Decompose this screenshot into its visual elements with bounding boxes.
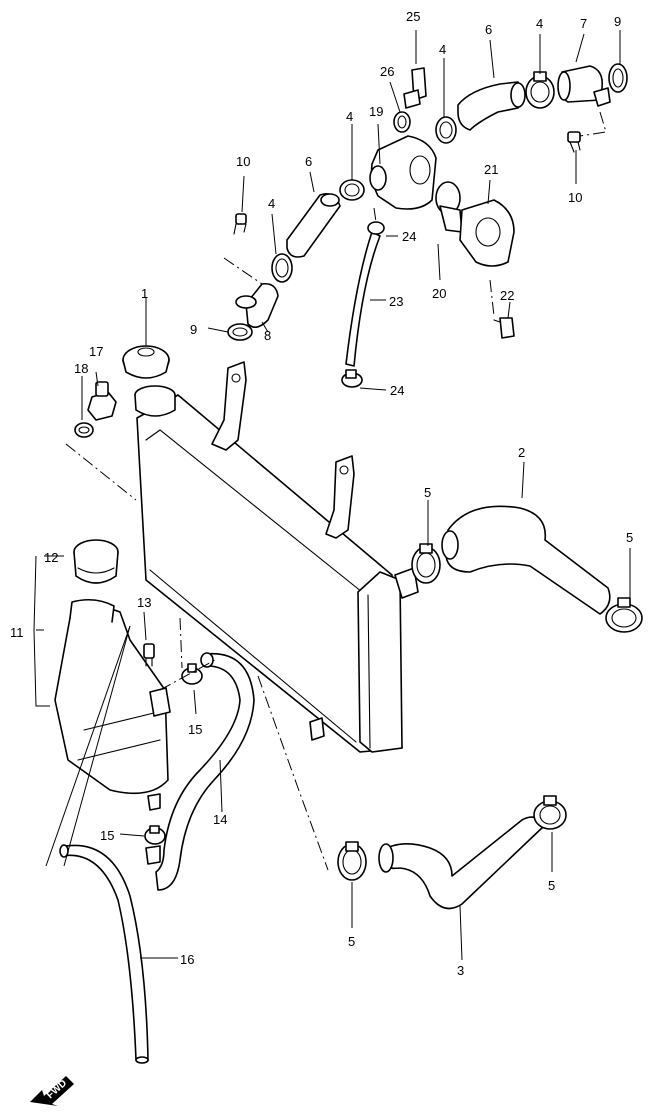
callout-19: 19	[369, 104, 383, 119]
callout-1: 1	[141, 286, 148, 301]
radiator	[134, 361, 419, 753]
callout-8: 8	[264, 328, 271, 343]
callout-4-d: 4	[268, 196, 275, 211]
callout-15-b: 15	[100, 828, 114, 843]
callout-10-a: 10	[236, 154, 250, 169]
reservoir-tank	[54, 598, 171, 811]
callout-4-a: 4	[439, 42, 446, 57]
o-ring-18	[74, 422, 94, 438]
callout-24-a: 24	[402, 229, 416, 244]
fwd-arrow-icon: FWD	[30, 1076, 74, 1106]
callout-9-a: 9	[614, 14, 621, 29]
clamp-5-upper-right	[605, 597, 643, 633]
hose-23	[345, 231, 381, 367]
callout-5-c: 5	[548, 878, 555, 893]
clamp-15-upper	[181, 663, 203, 685]
callout-3: 3	[457, 963, 464, 978]
fan-switch	[87, 381, 117, 421]
clamp-4-upper	[435, 116, 457, 144]
callout-16: 16	[180, 952, 194, 967]
clamp-5-upper-left	[411, 543, 441, 584]
clamp-24-lower	[341, 369, 363, 388]
leader-lines	[33, 30, 631, 961]
hose-6-right	[457, 81, 526, 131]
radiator-cap	[122, 345, 170, 379]
callout-11: 11	[10, 625, 24, 640]
callout-6-b: 6	[305, 154, 312, 169]
hose-3	[378, 816, 545, 910]
callout-10-b: 10	[568, 190, 582, 205]
callout-21: 21	[484, 162, 498, 177]
callout-4-b: 4	[536, 16, 543, 31]
hose-2	[441, 505, 611, 615]
callout-26: 26	[380, 64, 394, 79]
callout-13: 13	[137, 595, 151, 610]
clamp-4-middle	[339, 179, 365, 201]
thermostat-cover-21	[459, 199, 515, 267]
callout-25: 25	[406, 9, 420, 24]
callout-numbers: 1 2 3 4 4 4 4 5 5 5 5 6 6 7 8 9 9 10 10 …	[10, 9, 633, 978]
callout-5-d: 5	[348, 934, 355, 949]
callout-6-a: 6	[485, 22, 492, 37]
clamp-4-right	[525, 71, 555, 109]
air-bleeder-25	[403, 67, 427, 109]
clamp-15-lower	[144, 825, 166, 865]
bolt-13	[143, 643, 155, 667]
callout-14: 14	[213, 812, 227, 827]
callout-24-b: 24	[390, 383, 404, 398]
clamp-5-lower-left	[337, 841, 367, 881]
clamp-5-lower-right	[533, 795, 567, 830]
union-7	[557, 65, 611, 107]
reservoir-cap	[73, 539, 119, 584]
assembly-lines	[65, 111, 607, 871]
hose-6-left	[286, 193, 341, 258]
bolt-10-left	[233, 213, 247, 235]
callout-20: 20	[432, 286, 446, 301]
hose-16	[59, 844, 149, 1064]
callout-15-a: 15	[188, 722, 202, 737]
bolt-22	[493, 317, 515, 339]
callout-23: 23	[389, 294, 403, 309]
callout-5-b: 5	[626, 530, 633, 545]
callout-18: 18	[74, 361, 88, 376]
bolt-10-right	[567, 131, 581, 153]
callout-12: 12	[44, 550, 58, 565]
callout-22: 22	[500, 288, 514, 303]
union-8	[235, 282, 279, 328]
callout-7: 7	[580, 16, 587, 31]
clamp-4-left	[271, 253, 293, 283]
hose-14	[155, 652, 255, 891]
o-ring-9-left	[227, 323, 253, 341]
clamp-24-upper	[367, 221, 385, 235]
callout-17: 17	[89, 344, 103, 359]
o-ring-9-right	[608, 63, 628, 93]
thermostat-20	[435, 181, 463, 233]
callout-4-c: 4	[346, 109, 353, 124]
thermostat-case-19	[369, 135, 437, 210]
callout-5-a: 5	[424, 485, 431, 500]
callout-9-b: 9	[190, 322, 197, 337]
gasket-26	[393, 111, 411, 133]
callout-2: 2	[518, 445, 525, 460]
